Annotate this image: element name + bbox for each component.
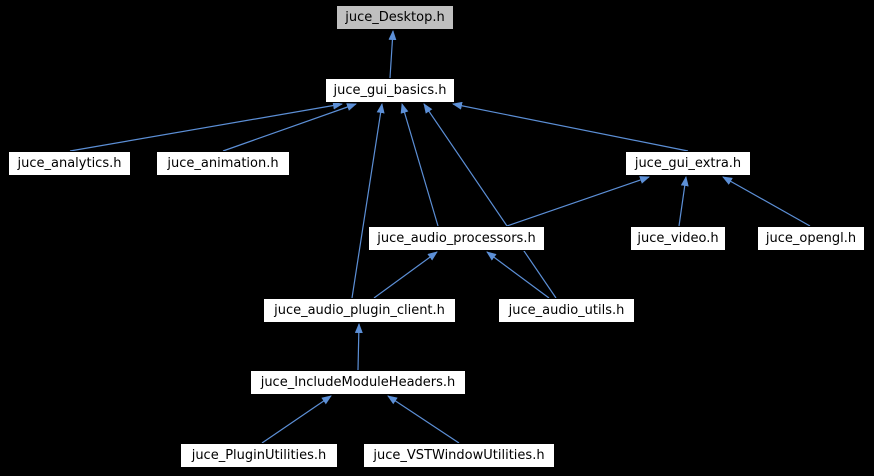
include-edge-juce_video-to-juce_gui_extra bbox=[678, 176, 689, 227]
graph-node-juce_gui_basics[interactable]: juce_gui_basics.h bbox=[325, 78, 455, 103]
include-edge-juce_audio_utils-to-juce_audio_processors bbox=[486, 251, 550, 299]
graph-node-label: juce_VSTWindowUtilities.h bbox=[373, 448, 545, 463]
include-edge-juce_audio_utils-to-juce_gui_basics bbox=[423, 103, 557, 299]
graph-node-juce_analytics[interactable]: juce_analytics.h bbox=[8, 151, 131, 176]
graph-node-juce_VSTWindowUtilities[interactable]: juce_VSTWindowUtilities.h bbox=[363, 443, 555, 468]
include-edge-juce_gui_extra-to-juce_gui_basics bbox=[452, 101, 689, 152]
graph-node-label: juce_PluginUtilities.h bbox=[191, 448, 327, 463]
graph-node-juce_audio_plugin_client[interactable]: juce_audio_plugin_client.h bbox=[263, 298, 456, 323]
include-edge-juce_gui_basics-to-juce_Desktop bbox=[388, 30, 397, 79]
include-edge-juce_audio_plugin_client-to-juce_audio_processors bbox=[373, 251, 438, 299]
graph-node-label: juce_audio_utils.h bbox=[508, 303, 625, 318]
graph-node-juce_opengl[interactable]: juce_opengl.h bbox=[757, 226, 865, 251]
include-edge-juce_VSTWindowUtilities-to-juce_IncludeModuleHeaders bbox=[387, 395, 460, 444]
include-edge-juce_animation-to-juce_gui_basics bbox=[222, 103, 357, 152]
graph-node-label: juce_animation.h bbox=[167, 156, 279, 171]
graph-node-label: juce_video.h bbox=[637, 231, 719, 246]
include-edge-juce_audio_processors-to-juce_gui_extra bbox=[506, 176, 650, 227]
graph-node-juce_IncludeModuleHeaders[interactable]: juce_IncludeModuleHeaders.h bbox=[250, 370, 466, 395]
include-edge-juce_PluginUtilities-to-juce_IncludeModuleHeaders bbox=[261, 395, 332, 444]
graph-node-juce_audio_utils[interactable]: juce_audio_utils.h bbox=[498, 298, 635, 323]
graph-node-label: juce_analytics.h bbox=[17, 156, 122, 171]
graph-node-label: juce_Desktop.h bbox=[345, 10, 445, 25]
graph-node-label: juce_audio_plugin_client.h bbox=[274, 303, 445, 318]
graph-node-juce_PluginUtilities[interactable]: juce_PluginUtilities.h bbox=[180, 443, 338, 468]
include-edge-juce_analytics-to-juce_gui_basics bbox=[69, 101, 343, 152]
graph-node-label: juce_IncludeModuleHeaders.h bbox=[260, 375, 456, 390]
graph-node-label: juce_gui_basics.h bbox=[333, 83, 447, 98]
include-edge-juce_IncludeModuleHeaders-to-juce_audio_plugin_client bbox=[354, 323, 363, 371]
graph-node-label: juce_audio_processors.h bbox=[377, 231, 536, 246]
include-edge-juce_opengl-to-juce_gui_extra bbox=[722, 176, 811, 227]
graph-node-juce_gui_extra[interactable]: juce_gui_extra.h bbox=[625, 151, 751, 176]
graph-node-label: juce_opengl.h bbox=[765, 231, 857, 246]
graph-node-label: juce_gui_extra.h bbox=[634, 156, 742, 171]
include-edge-juce_audio_processors-to-juce_gui_basics bbox=[400, 103, 439, 227]
graph-node-juce_animation[interactable]: juce_animation.h bbox=[156, 151, 290, 176]
graph-node-juce_audio_processors[interactable]: juce_audio_processors.h bbox=[368, 226, 545, 251]
graph-node-juce_video[interactable]: juce_video.h bbox=[630, 226, 726, 251]
graph-node-juce_Desktop[interactable]: juce_Desktop.h bbox=[336, 5, 454, 30]
include-edge-juce_audio_plugin_client-to-juce_gui_basics bbox=[351, 103, 385, 299]
